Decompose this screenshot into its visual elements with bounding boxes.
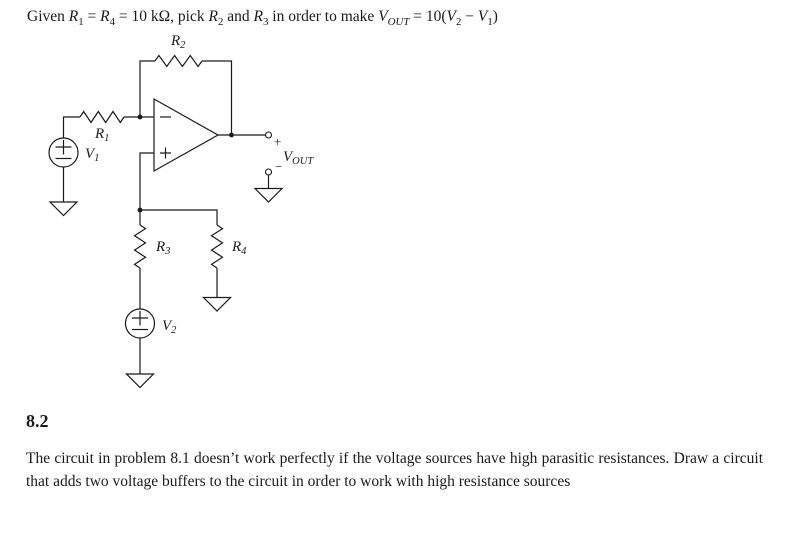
voltage-source-v1: V1 — [48, 137, 99, 168]
plus-sign — [55, 140, 72, 155]
resistor-r4-label: R4 — [231, 239, 247, 257]
output-terminal-positive — [264, 131, 273, 139]
section-body-text: The circuit in problem 8.1 doesn’t work … — [26, 450, 763, 491]
resistor-zigzag — [154, 54, 203, 68]
section-heading: 8.2 — [26, 411, 49, 431]
wire — [140, 209, 218, 225]
ground-symbol-v1 — [48, 201, 79, 217]
resistor-r2-label: R2 — [170, 33, 186, 51]
wire — [62, 116, 80, 138]
junction-dot — [229, 132, 234, 138]
plus-sign — [132, 311, 148, 326]
junction-dot — [137, 207, 143, 213]
resistor-zigzag — [133, 224, 147, 269]
opamp-triangle — [153, 97, 220, 173]
junction-dot — [137, 114, 143, 120]
resistor-zigzag — [79, 110, 125, 124]
output-plus-label: + — [274, 134, 281, 149]
resistor-r3-label: R3 — [155, 239, 170, 257]
wire — [202, 60, 233, 135]
resistor-r3: R3 — [133, 224, 170, 269]
wire — [139, 60, 155, 117]
wire — [139, 152, 154, 210]
resistor-r4: R4 — [210, 224, 247, 269]
resistor-r2: R2 — [139, 33, 233, 135]
resistor-r1: R1 — [79, 110, 125, 144]
resistor-zigzag — [210, 224, 224, 269]
noninverting-input-mark — [160, 147, 171, 159]
output-minus-label: − — [275, 159, 282, 174]
circuit-schematic: V1 R1 R2 R3 — [48, 33, 314, 389]
vout-label: VOUT — [283, 149, 314, 167]
ground-symbol-v2 — [125, 373, 155, 389]
resistor-r1-label: R1 — [94, 126, 109, 144]
problem-8-1-prompt: Given R1 = R4 = 10 kΩ, pick R2 and R3 in… — [27, 8, 498, 29]
voltage-source-v2: V2 — [124, 308, 177, 339]
ground-symbol-output — [253, 187, 284, 203]
output-terminal-negative — [264, 168, 273, 176]
source-v1-label: V1 — [85, 146, 99, 164]
ground-symbol-r4 — [202, 296, 232, 312]
opamp — [153, 97, 220, 173]
source-v2-label: V2 — [162, 318, 177, 336]
